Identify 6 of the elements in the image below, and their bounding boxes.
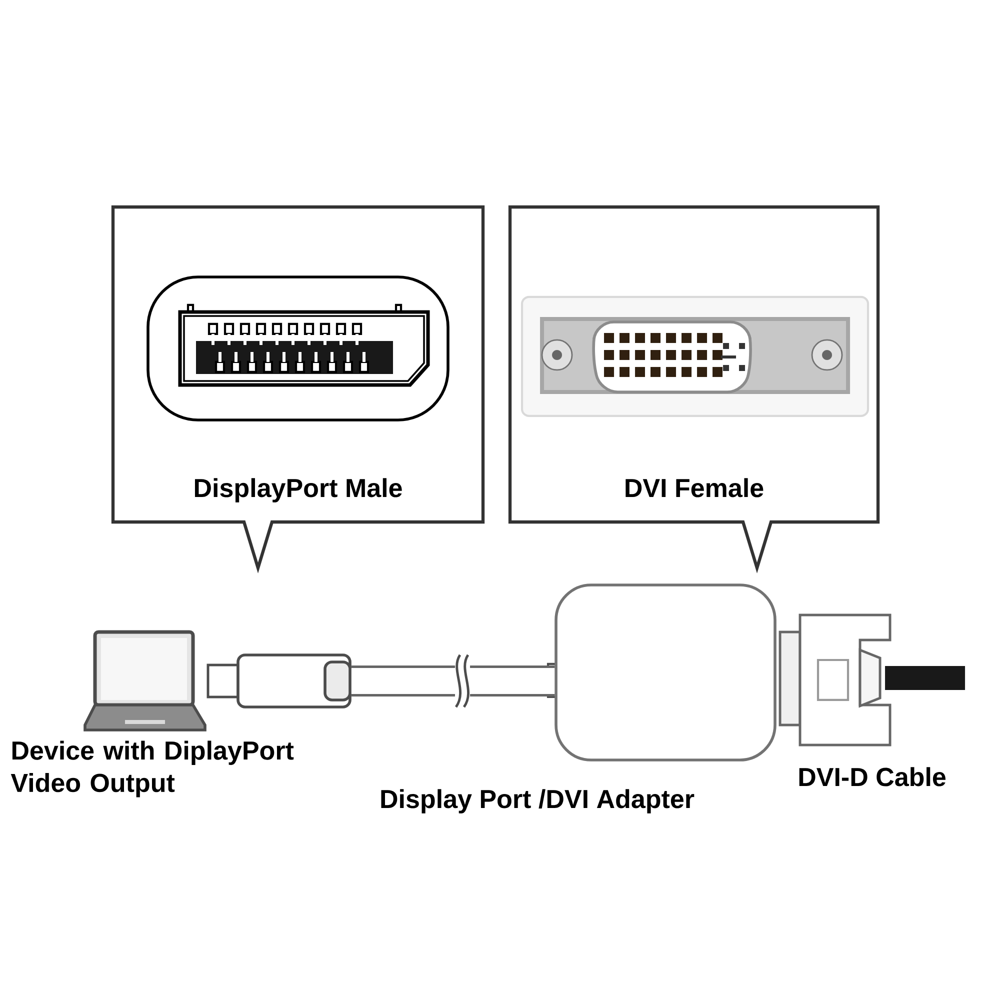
- callout-box: DisplayPort Male: [111, 205, 485, 574]
- cable: [351, 666, 555, 696]
- node-label: Display Port /DVI Adapter: [381, 789, 694, 814]
- plug-drawing: [206, 654, 352, 708]
- adapter-box: Display Port /DVI Adapter: [381, 584, 776, 814]
- callout-box: DVI Female: [508, 205, 880, 574]
